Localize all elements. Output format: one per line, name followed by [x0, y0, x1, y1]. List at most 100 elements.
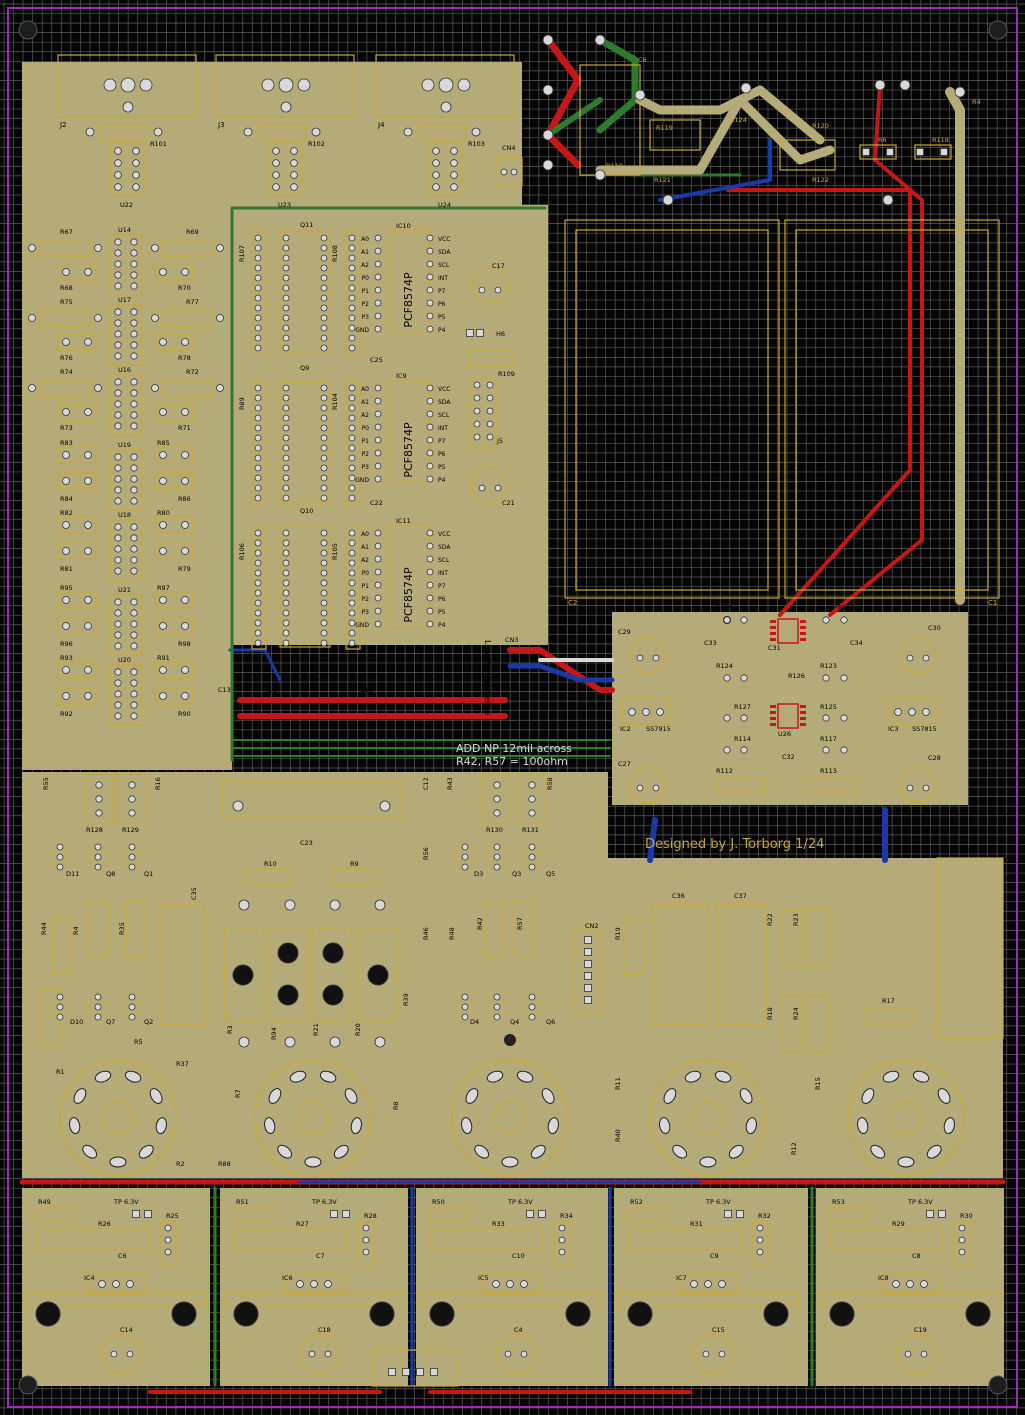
- socket-center: [101, 1101, 135, 1135]
- pad: [114, 453, 122, 461]
- pin-label: VCC: [438, 386, 450, 393]
- pcf-socket: [389, 379, 431, 483]
- heater-label: R51: [236, 1198, 249, 1206]
- ic-label: U16: [118, 366, 131, 374]
- pad: [254, 384, 262, 392]
- mount-hole: [429, 1301, 455, 1327]
- socket-pin: [264, 1117, 276, 1135]
- cap-outline: [693, 1333, 735, 1375]
- socket-pin: [739, 1088, 753, 1104]
- psu-label: C33: [704, 639, 717, 647]
- pad: [320, 444, 328, 452]
- pad: [130, 389, 138, 397]
- pad: [426, 286, 434, 294]
- pad: [290, 147, 298, 155]
- mid-label: R88: [218, 1160, 231, 1168]
- pad: [320, 639, 328, 647]
- fill-middle: [22, 772, 1003, 1178]
- pad: [128, 795, 136, 803]
- pad: [320, 609, 328, 617]
- mid-label: C36: [672, 892, 685, 900]
- psu-label: R117: [820, 735, 837, 743]
- pad: [473, 381, 481, 389]
- pad: [114, 598, 122, 606]
- part-label: R105: [331, 543, 339, 560]
- pad: [379, 800, 391, 812]
- mid-label: R57: [516, 917, 524, 930]
- mid-label: C35: [190, 887, 198, 900]
- top-label: R124: [730, 116, 747, 124]
- pad: [450, 171, 458, 179]
- pad: [159, 521, 167, 529]
- soic-pad: [800, 638, 806, 641]
- pad: [132, 1210, 140, 1218]
- pad: [151, 314, 159, 322]
- tube-socket-5: [847, 1059, 965, 1177]
- pad: [114, 159, 122, 167]
- pad: [130, 679, 138, 687]
- pad: [426, 273, 434, 281]
- pad: [958, 1236, 966, 1244]
- psu-label: R115: [716, 604, 733, 612]
- mid-label: C23: [300, 839, 313, 847]
- pad: [362, 1224, 370, 1232]
- pad: [98, 1280, 106, 1288]
- heater-label: R53: [832, 1198, 845, 1206]
- pad: [528, 809, 536, 817]
- pad: [558, 1236, 566, 1244]
- pin-label: P0: [362, 275, 370, 282]
- jack-label: J4: [377, 121, 385, 129]
- pad: [432, 171, 440, 179]
- mid-label: R11: [614, 1077, 622, 1090]
- pad: [159, 338, 167, 346]
- ic-label: U17: [118, 296, 131, 304]
- pad: [636, 784, 644, 792]
- soic-pad: [800, 723, 806, 726]
- part-label: R106: [238, 543, 246, 560]
- pin-label: P1: [362, 288, 370, 295]
- pad: [282, 599, 290, 607]
- pad: [704, 1280, 712, 1288]
- socket-pin: [474, 1144, 490, 1159]
- socket-pin: [937, 1088, 951, 1104]
- soic-pad: [770, 717, 776, 720]
- pad: [130, 260, 138, 268]
- resistor-top: [627, 1207, 667, 1221]
- resistor-label: R93: [60, 654, 73, 662]
- resistor-pair: [57, 472, 97, 490]
- pad: [320, 464, 328, 472]
- psu-cap-2: [899, 636, 937, 674]
- pad: [542, 129, 554, 141]
- mid-label: R42: [476, 917, 484, 930]
- pad: [130, 341, 138, 349]
- pad: [130, 712, 138, 720]
- pad: [920, 1280, 928, 1288]
- ic-label: U14: [118, 226, 131, 234]
- pad: [128, 863, 136, 871]
- pad: [374, 384, 382, 392]
- pcf-socket: [389, 229, 431, 333]
- part-label: Q11: [300, 221, 313, 229]
- mid-label: R17: [882, 997, 895, 1005]
- part-label: C22: [370, 499, 383, 507]
- socket-pin: [699, 1156, 717, 1168]
- pad: [542, 159, 554, 171]
- pad: [362, 1248, 370, 1256]
- pad: [348, 444, 356, 452]
- top-label: CN4: [502, 144, 516, 152]
- resistor-body: [161, 379, 213, 397]
- resistor-label: R85: [157, 439, 170, 447]
- pad: [348, 434, 356, 442]
- pad: [290, 159, 298, 167]
- pad: [486, 407, 494, 415]
- socket-pin: [277, 1144, 293, 1159]
- mount-hole: [35, 1301, 61, 1327]
- top-label: R6: [878, 136, 887, 144]
- pad: [426, 542, 434, 550]
- pad: [374, 607, 382, 615]
- pad: [320, 234, 328, 242]
- pad: [114, 545, 122, 553]
- pad: [486, 420, 494, 428]
- socket-pin: [728, 1144, 744, 1159]
- resistor-label: R98: [178, 640, 191, 648]
